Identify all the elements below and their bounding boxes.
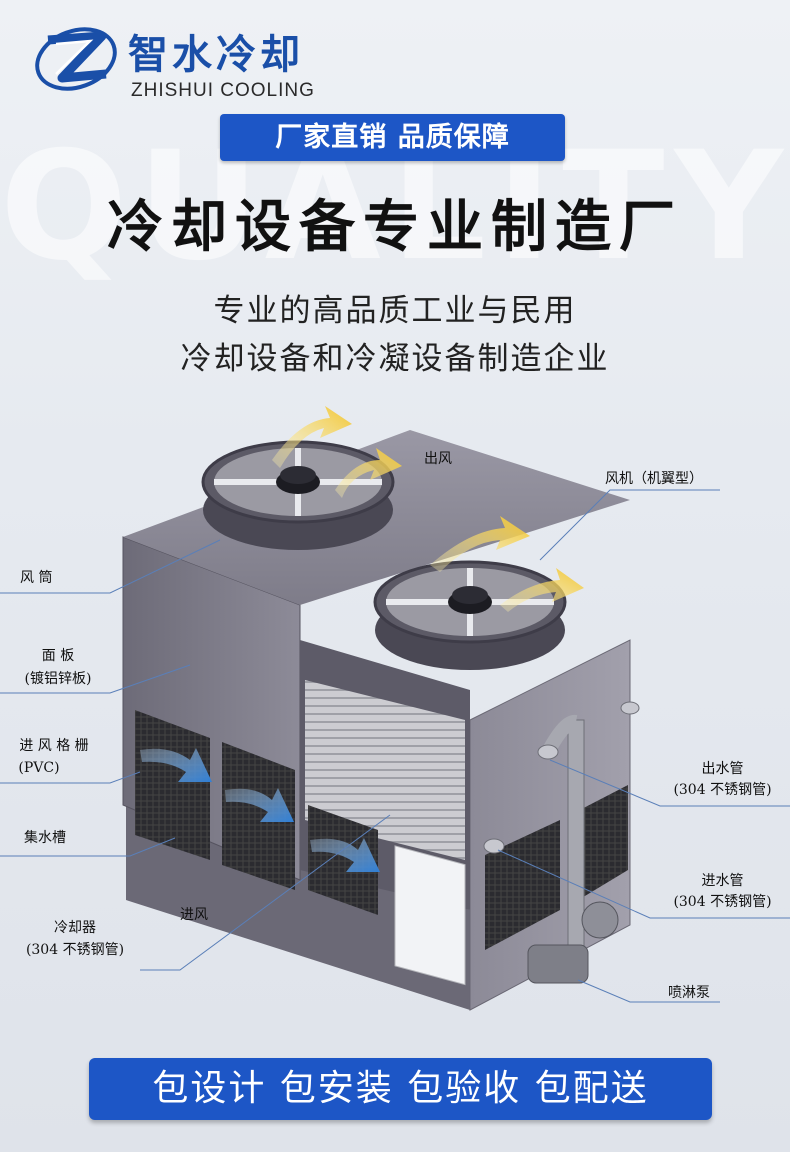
label-spray-pump: 喷淋泵: [668, 985, 710, 1001]
page-headline: 冷却设备专业制造厂: [107, 195, 683, 260]
label-fan: 风机（机翼型）: [605, 471, 703, 487]
subline-1: 专业的高品质工业与民用: [213, 293, 577, 329]
label-water-in-note: (304 不锈钢管): [673, 894, 772, 910]
pipework: [483, 701, 640, 984]
zhishui-logo-icon: [35, 27, 117, 91]
cooling-tower-illustration: [0, 406, 790, 1011]
label-inlet-grille: 进 风 格 栅: [19, 738, 89, 754]
fan-left: [201, 440, 395, 550]
brand-name-en: ZHISHUI COOLING: [131, 80, 315, 101]
label-cooler: 冷却器: [54, 920, 96, 936]
label-fan-cylinder: 风 筒: [20, 570, 53, 586]
label-inlet-grille-note: (PVC): [18, 760, 60, 776]
fan-right: [373, 560, 567, 670]
inlet-grille-3: [308, 805, 378, 915]
bottom-banner: 包设计 包安装 包验收 包配送: [89, 1058, 712, 1120]
inlet-grille-2: [222, 742, 295, 890]
label-water-out-note: (304 不锈钢管): [673, 782, 772, 798]
leader-lines: [0, 489, 790, 1003]
label-water-out: 出水管: [701, 761, 744, 777]
cooler-coil: [305, 680, 465, 860]
air-in-arrows: [140, 748, 380, 872]
top-banner: 厂家直销 品质保障: [220, 114, 565, 161]
label-cooler-note: (304 不锈钢管): [25, 942, 125, 958]
label-water-basin: 集水槽: [24, 830, 66, 846]
brand-name-cn: 智水冷却: [128, 32, 304, 78]
label-panel: 面 板: [41, 648, 75, 664]
label-air-in: 进风: [180, 907, 208, 923]
water-basin-left: [126, 800, 470, 1010]
label-air-out: 出风: [424, 451, 452, 467]
subline-2: 冷却设备和冷凝设备制造企业: [180, 341, 610, 377]
label-water-in: 进水管: [701, 873, 744, 889]
air-out-arrows: [272, 406, 584, 612]
inlet-grille-1: [135, 710, 210, 860]
label-panel-note: (镀铝锌板): [24, 671, 92, 687]
access-door: [394, 845, 466, 986]
